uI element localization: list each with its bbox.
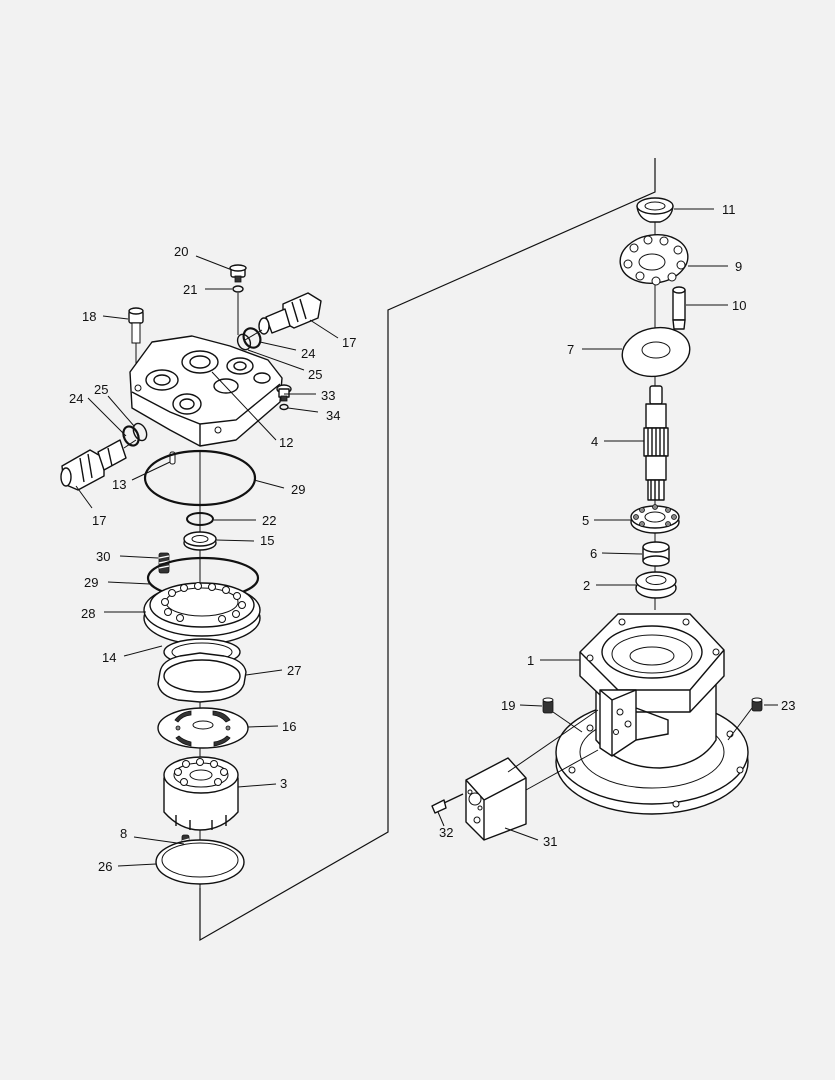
callout-14: 14 [102,650,116,665]
part-24-ring-left [122,425,140,447]
callout-18: 18 [82,309,96,324]
callout-13: 13 [112,477,126,492]
part-31-valve-cube [465,709,599,841]
part-17-relief-valve-right [244,292,322,341]
callout-21: 21 [183,282,197,297]
callout-34: 34 [326,408,340,423]
callout-29-upper: 29 [291,482,305,497]
part-9-retainer-plate [619,234,689,286]
callout-23: 23 [781,698,795,713]
callout-2: 2 [583,578,590,593]
part-33-plug [276,384,292,402]
callout-26: 26 [98,859,112,874]
callout-9: 9 [735,259,742,274]
part-15-bearing [183,531,217,551]
callout-6: 6 [590,546,597,561]
part-22-ring [186,512,214,526]
part-2-bearing [635,571,677,599]
callout-16: 16 [282,719,296,734]
callout-27: 27 [287,663,301,678]
part-5-bearing [630,504,680,534]
part-25-ring-right [236,333,252,351]
callout-15: 15 [260,533,274,548]
callout-33: 33 [321,388,335,403]
callout-11: 11 [722,202,736,217]
callout-17-left: 17 [92,513,106,528]
part-6-bushing [642,541,670,567]
part-17-relief-valve-left [60,439,137,491]
part-3-cylinder-block [163,756,239,831]
part-20-plug [229,264,247,283]
part-23-plug [727,697,763,741]
callout-29-lower: 29 [84,575,98,590]
assembly-frame [199,158,656,942]
part-1-housing [555,613,749,815]
part-11-cap [636,197,674,223]
part-25-ring-left [132,422,148,442]
part-27-separator-plate [157,652,247,703]
callout-25-right: 25 [308,367,322,382]
callout-10: 10 [732,298,746,313]
callout-12: 12 [279,435,293,450]
callout-25-left: 25 [94,382,108,397]
part-28-brake-piston [143,582,261,645]
part-4-shaft [643,385,669,501]
part-19-plug [542,697,583,733]
part-7-swash-plate [621,326,691,378]
callout-24-right: 24 [301,346,315,361]
part-26-plate [155,839,245,885]
callout-numbers: 20 21 18 17 24 25 33 34 12 25 24 13 17 2… [69,202,795,874]
callout-8: 8 [120,826,127,841]
part-21-o-ring [232,285,244,293]
callout-30: 30 [96,549,110,564]
callout-1: 1 [527,653,534,668]
callout-24-left: 24 [69,391,83,406]
part-10-piston [672,286,686,330]
callout-19: 19 [501,698,515,713]
callout-32: 32 [439,825,453,840]
part-34-ring [279,403,289,411]
part-29-o-ring-upper [143,449,257,507]
part-16-valve-plate [157,707,249,749]
callout-31: 31 [543,834,557,849]
callout-4: 4 [591,434,598,449]
part-32-screw [431,793,464,814]
callout-7: 7 [567,342,574,357]
leader-lines [75,208,778,867]
part-12-valve-block [129,335,283,447]
callout-17-right: 17 [342,335,356,350]
part-24-ring-right [242,327,262,349]
callout-3: 3 [280,776,287,791]
callout-5: 5 [582,513,589,528]
callout-22: 22 [262,513,276,528]
callout-28: 28 [81,606,95,621]
callout-20: 20 [174,244,188,259]
